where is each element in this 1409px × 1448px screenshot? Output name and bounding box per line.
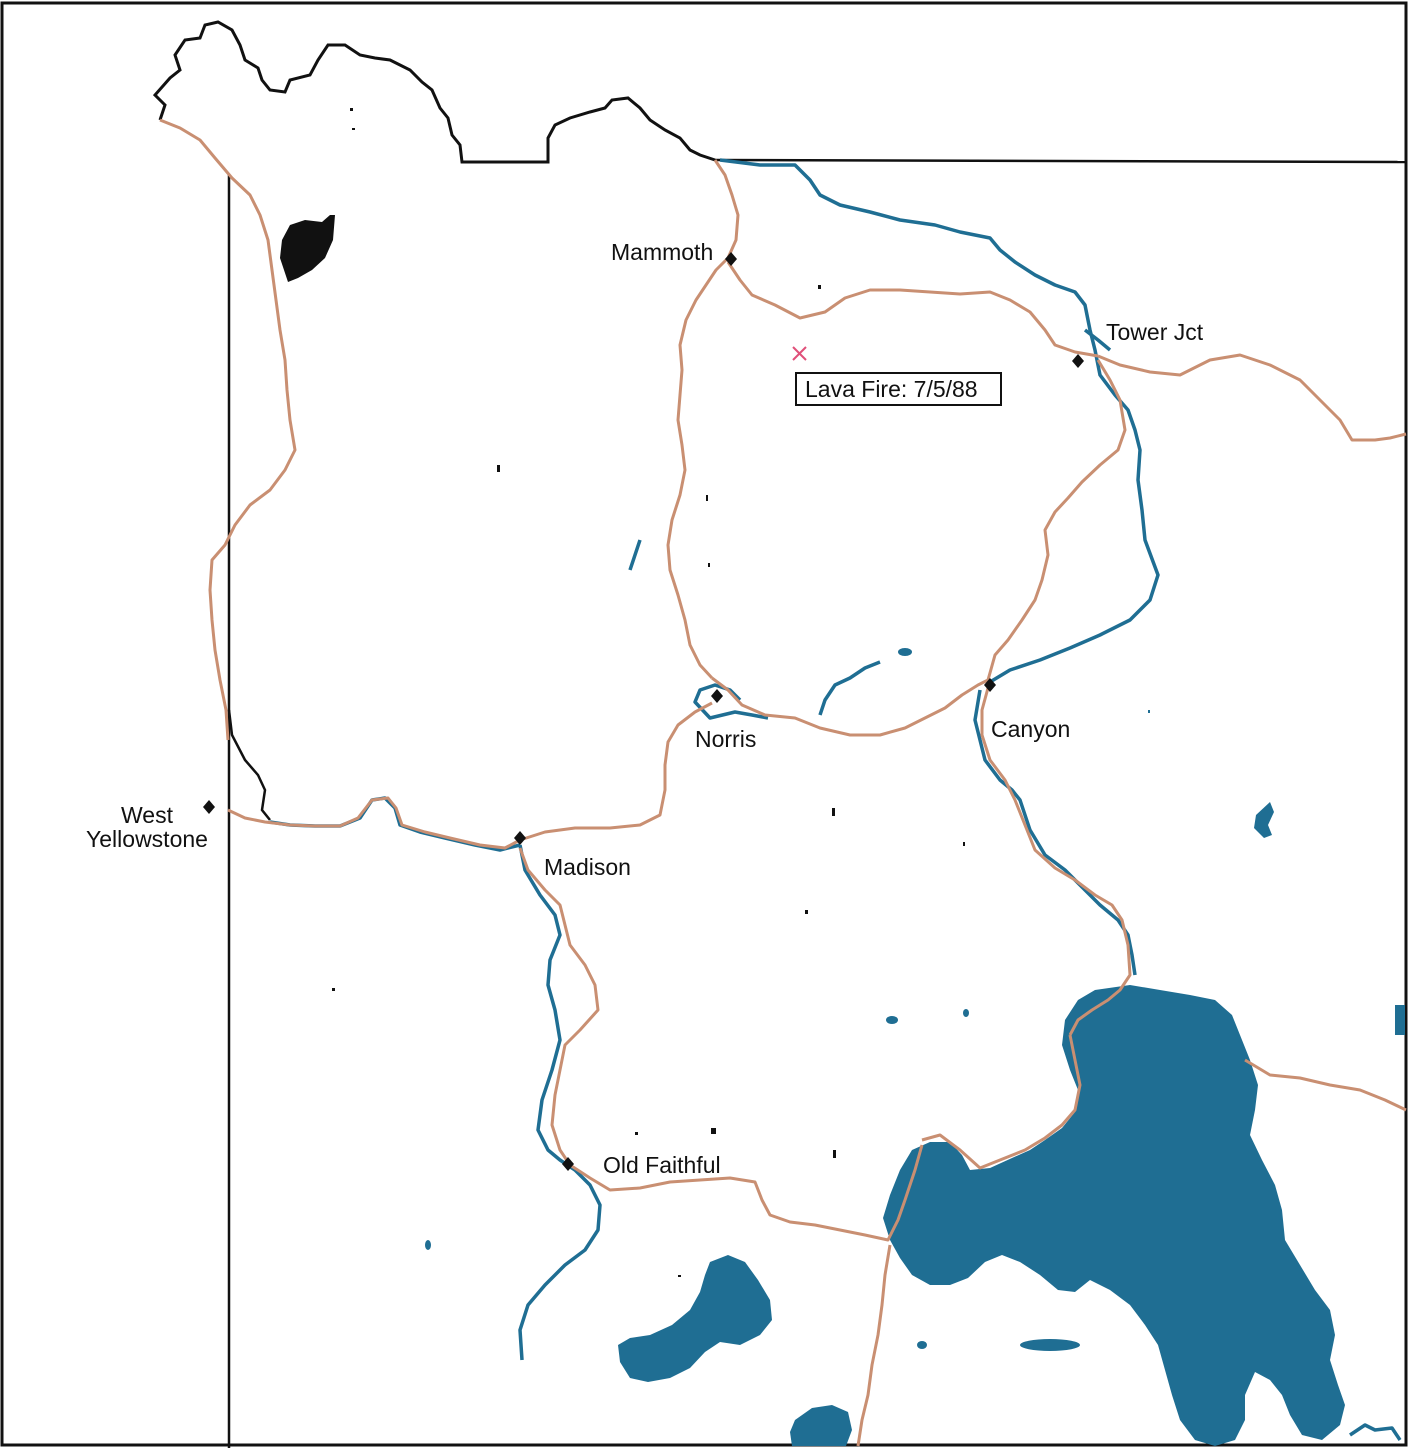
river-gibbon-canyon bbox=[818, 660, 881, 716]
town-label-mammoth: Mammoth bbox=[611, 239, 713, 265]
river-lamar-stub bbox=[1083, 328, 1112, 352]
road-canyon-to-lake bbox=[980, 687, 1132, 1036]
speck bbox=[497, 465, 500, 472]
speck bbox=[706, 495, 708, 501]
town-label-west-yellowstone-line2: Yellowstone bbox=[86, 826, 208, 852]
town-label-madison: Madison bbox=[544, 854, 631, 880]
lake-small-6 bbox=[1020, 1339, 1080, 1351]
water-dot bbox=[1148, 710, 1150, 713]
speck bbox=[805, 910, 808, 914]
x-mark-icon bbox=[792, 346, 807, 361]
speck bbox=[963, 842, 965, 846]
lake-small-1 bbox=[898, 648, 912, 656]
speck bbox=[818, 285, 821, 289]
road-south-entrance bbox=[856, 1244, 892, 1447]
diamond-icon bbox=[725, 252, 737, 266]
diamond-icon bbox=[514, 831, 526, 845]
water-dot bbox=[1263, 832, 1266, 836]
speck bbox=[350, 108, 353, 111]
river-yellowstone-north bbox=[719, 158, 1160, 684]
river-southeast-outlet bbox=[1349, 1423, 1402, 1441]
town-label-west-yellowstone-line1: West bbox=[121, 802, 174, 828]
speck bbox=[711, 1128, 716, 1134]
fire-annotation: Lava Fire: 7/5/88 bbox=[792, 346, 1002, 406]
minor-water-features bbox=[1148, 710, 1405, 1035]
diamond-icon bbox=[562, 1157, 574, 1171]
burn-scar bbox=[280, 215, 335, 282]
speck bbox=[708, 563, 710, 567]
diamond-icon bbox=[1072, 354, 1084, 368]
road-norris-to-canyon bbox=[711, 676, 989, 737]
lake-small-2 bbox=[886, 1016, 898, 1024]
road-madison-to-old-faithful bbox=[518, 847, 600, 1166]
river-gardner-stub bbox=[628, 539, 642, 571]
state-boundary-northeast bbox=[714, 158, 1407, 164]
speck bbox=[635, 1132, 638, 1135]
park-boundary-west-segment bbox=[227, 709, 271, 821]
lake-small-east bbox=[1254, 802, 1274, 838]
diamond-icon bbox=[711, 689, 723, 703]
lake-yellowstone bbox=[883, 985, 1345, 1446]
map-specks bbox=[332, 108, 965, 1277]
road-mammoth-north bbox=[713, 159, 740, 259]
fire-label: Lava Fire: 7/5/88 bbox=[805, 376, 978, 402]
road-lake-east-entrance bbox=[1244, 1058, 1407, 1112]
road-norris-to-mammoth bbox=[666, 256, 730, 680]
lake-small-5 bbox=[425, 1240, 431, 1250]
river-firehole bbox=[518, 844, 602, 1361]
town-labels: Mammoth Tower Jct Norris Canyon West Yel… bbox=[86, 239, 1204, 1178]
roads bbox=[159, 118, 1407, 1447]
town-label-tower-jct: Tower Jct bbox=[1106, 319, 1204, 345]
lake-small-4 bbox=[917, 1341, 927, 1349]
road-west-entrance-to-north bbox=[159, 118, 297, 741]
road-old-faithful-to-west-thumb bbox=[569, 1144, 924, 1242]
lakes bbox=[425, 648, 1345, 1446]
town-label-old-faithful: Old Faithful bbox=[603, 1152, 721, 1178]
lake-shoshone bbox=[618, 1255, 772, 1382]
road-tower-to-canyon bbox=[986, 359, 1127, 681]
town-label-norris: Norris bbox=[695, 726, 756, 752]
speck bbox=[832, 808, 835, 816]
diamond-icon bbox=[984, 678, 996, 692]
road-west-thumb-to-lake bbox=[921, 1034, 1082, 1170]
town-label-canyon: Canyon bbox=[991, 716, 1070, 742]
road-mammoth-to-tower bbox=[726, 261, 1099, 358]
water-dot bbox=[1395, 1005, 1405, 1035]
speck bbox=[332, 988, 335, 991]
lake-small-3 bbox=[963, 1009, 969, 1017]
fire-label-box bbox=[795, 372, 1002, 406]
town-markers bbox=[203, 252, 1084, 1171]
road-west-entrance-to-madison bbox=[227, 701, 713, 850]
road-tower-northeast bbox=[1097, 353, 1407, 442]
lake-lewis bbox=[790, 1405, 852, 1446]
speck bbox=[352, 128, 355, 130]
speck bbox=[833, 1150, 836, 1158]
park-boundary bbox=[152, 20, 716, 164]
diamond-icon bbox=[203, 800, 215, 814]
speck bbox=[678, 1275, 681, 1277]
